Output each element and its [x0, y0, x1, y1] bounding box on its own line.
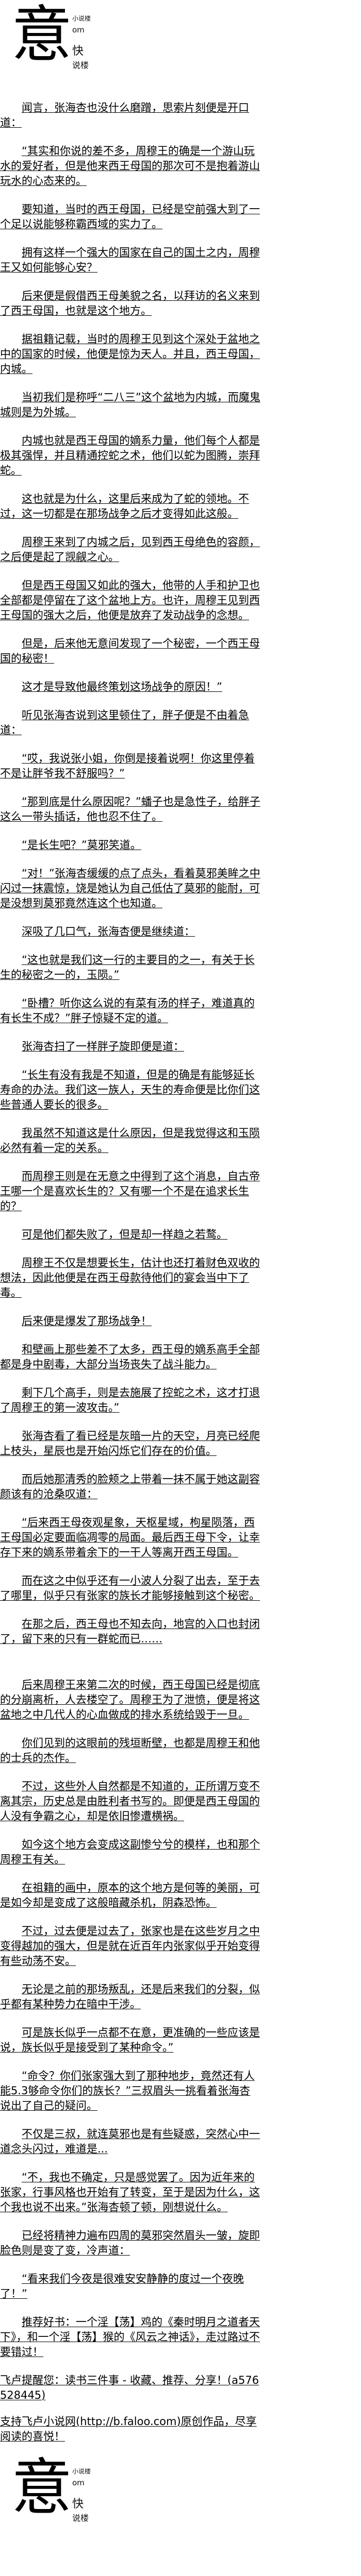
chapter-body: 闻言，张海杏也没什么磨蹭，思索片刻便是开口道： “其实和你说的差不多，周穆王的确是… [0, 100, 260, 2360]
story-paragraph: 我虽然不知道这是什么原因，但是我觉得这和玉陨必然有着一定的关系。 [0, 1127, 260, 1154]
story-paragraph: 而周穆王则是在无意之中得到了这个消息，自古帝王哪一个是喜欢长生的？又有哪一个不是… [0, 1170, 260, 1212]
story-paragraph: “哎，我说张小姐，你倒是接着说啊！你这里停着不是让胖爷我不舒服吗？” [0, 752, 255, 779]
story-paragraph: 已经将精神力遍布四周的莫邪突然眉头一皱，旋即脸色则是变了变，冷声道： [0, 2229, 260, 2257]
logo-side-text: om [72, 2478, 85, 2487]
story-paragraph: 周穆王不仅是想要长生，估计也还打着财色双收的想法，因此他便是在西王母款待他们的宴… [0, 1257, 260, 1299]
story-paragraph: “不，我也不确定，只是感觉罢了。因为近年来的张家，行事风格也开始有了转变，至于是… [0, 2171, 260, 2213]
chapter-footer: 飞卢提醒您：读书三件事 - 收藏、推荐、分享！(a576528445) 支持飞卢… [0, 2373, 260, 2444]
story-paragraph: 这也就是为什么，这里后来成为了蛇的领地。不过，这一切都是在那场战争之后才变得如此… [0, 493, 249, 520]
story-paragraph: 不过，这些外人自然都是不知道的，正所谓万变不离其宗，历史总是由胜利者书写的。即便… [0, 1780, 260, 1822]
story-paragraph: 无论是之前的那场叛乱，还是后来我们的分裂，似乎都有某种势力在暗中干涉。 [0, 1983, 260, 2010]
story-paragraph: 周穆王来到了内城之后，见到西王母绝色的容颜，之后便是起了觊觎之心。 [0, 536, 260, 563]
story-paragraph: “看来我们今夜是很难安安静静的度过一个夜晚了！” [0, 2273, 244, 2300]
story-paragraph: “命令？你们张家强大到了那种地步，竟然还有人能5.3够命令你们的族长？”三叔眉头… [0, 2070, 255, 2112]
story-paragraph: 推荐好书：一个淫【荡】鸡的《秦时明月之道者天下》，和一个淫【荡】猴的《风云之神话… [0, 2316, 260, 2358]
story-paragraph: 后来周穆王来第二次的时候，西王母国已经是彻底的分崩离析，人去楼空了。周穆王为了泄… [0, 1679, 260, 1721]
site-logo-bottom: 意 小说楼 om 快 说楼 [0, 2455, 103, 2525]
story-paragraph: 和壁画上那些差不了太多，西王母的嫡系高手全部都是身中剧毒，大部分当场丧失了战斗能… [0, 1343, 260, 1370]
logo-glyph: 意 [11, 2455, 73, 2523]
story-paragraph: 听见张海杏说到这里顿住了，胖子便是不由着急道： [0, 709, 249, 736]
story-paragraph: 但是，后来他无意间发现了一个秘密，一个西王母国的秘密！ [0, 637, 260, 665]
story-paragraph: 内城也就是西王母国的嫡系力量，他们每个人都是极其强悍，并且精通控蛇之术，他们以蛇… [0, 434, 260, 477]
story-paragraph: 张海杏扫了一样胖子旋即便是道： [22, 1040, 184, 1053]
story-paragraph: “对！”张海杏缓缓的点了点头，看着莫邪美眸之中闪过一抹震惊，饶是她认为自己低估了… [0, 867, 260, 909]
story-paragraph: 后来便是爆发了那场战争！ [22, 1315, 152, 1327]
logo-side-text: om [72, 25, 85, 35]
story-paragraph: 这才是导致他最终策划这场战争的原因！” [22, 681, 222, 693]
story-paragraph: 而在这之中似乎还有一小波人分裂了出去，至于去了哪里，似乎只有张家的族长才能够接触… [0, 1574, 260, 1602]
story-paragraph: 在那之后，西王母也不知去向，地宫的入口也封闭了，留下来的只有一群蛇而已…… [0, 1618, 260, 1645]
story-paragraph: 剩下几个高手，则是去施展了控蛇之术，这才打退了周穆王的第一波攻击。” [0, 1386, 260, 1414]
site-logo-top: 意 小说楼 om 快 说楼 [0, 3, 103, 72]
story-paragraph: 如今这个地方会变成这副惨兮兮的模样，也和那个周穆王有关。 [0, 1838, 260, 1866]
logo-side-text: 小说楼 [72, 15, 91, 22]
story-paragraph: 闻言，张海杏也没什么磨蹭，思索片刻便是开口道： [0, 101, 249, 129]
story-paragraph: “长生有没有我是不知道，但是的确是有能够延长寿命的办法。我们这一族人，天生的寿命… [0, 1069, 260, 1111]
story-paragraph: 可是族长似乎一点都不在意，更准确的一些应该是说，族长似乎是接受到了某种命令。” [0, 2026, 260, 2054]
story-paragraph: 不仅是三叔，就连莫邪也是有些疑惑，突然心中一道念头闪过，难道是... [0, 2128, 260, 2155]
story-paragraph: 深吸了几口气，张海杏便是继续道： [22, 925, 195, 938]
story-paragraph: 要知道，当时的西王母国，已经是空前强大到了一个足以说能够称霸西域的实力了。 [0, 203, 260, 230]
logo-side-text: 小说楼 [72, 2468, 91, 2475]
story-paragraph: 当初我们是称呼“二八三”这个盆地为内城，而魔鬼城则是为外城。 [0, 391, 260, 418]
logo-side-text: 快 [72, 45, 84, 58]
story-paragraph: “后来西王母夜观星象，天枢星域，枸星陨落，西王母国必定要面临凋零的局面。最后西王… [0, 1516, 260, 1558]
story-paragraph: “卧槽？听你这么说的有菜有汤的样子，难道真的有长生不成？”胖子惊疑不定的道。 [0, 997, 255, 1024]
logo-side-text: 快 [72, 2498, 84, 2511]
story-paragraph: “那到底是什么原因呢？”蟠子也是急性子，给胖子这么一带头插话，他也忍不住了。 [0, 795, 260, 823]
logo-glyph: 意 [11, 3, 73, 70]
logo-side-text: 说楼 [72, 2513, 89, 2523]
site-support-note: 支持飞卢小说网(http://b.faloo.com)原创作品，尽享阅读的喜悦！ [0, 2415, 257, 2443]
story-paragraph: “是长生吧？”莫邪笑道。 [22, 839, 141, 851]
story-paragraph: 你们见到的这眼前的残垣断壁，也都是周穆王和他的士兵的杰作。 [0, 1737, 260, 1764]
logo-side-text: 说楼 [72, 60, 89, 70]
reading-reminder: 飞卢提醒您：读书三件事 - 收藏、推荐、分享！(a576528445) [0, 2374, 259, 2401]
story-paragraph: 不过，过去便是过去了，张家也是在这些岁月之中变得越加的强大，但是就在近百年内张家… [0, 1925, 260, 1967]
story-paragraph: 张海杏看了看已经是灰暗一片的天空，月亮已经爬上枝头，星辰也是开始闪烁它们存在的价… [0, 1430, 260, 1457]
story-paragraph: 在祖籍的画中，原本的这个地方是何等的美丽，可是如今却是变成了这般暗藏杀机，阴森恐… [0, 1882, 260, 1909]
story-paragraph: “这也就是我们这一行的主要目的之一，有关于长生的秘密之一的，玉陨。” [0, 954, 255, 981]
story-paragraph: 后来便是假借西王母美貌之名，以拜访的名义来到了西王母国，也就是这个地方。 [0, 290, 260, 317]
story-paragraph: 可是他们都失败了，但是却一样趋之若鹜。 [22, 1228, 227, 1241]
story-paragraph: “其实和你说的差不多，周穆王的确是一个游山玩水的爱好者，但是他来西王母国的那次可… [0, 145, 260, 187]
story-paragraph: 拥有这样一个强大的国家在自己的国土之内，周穆王又如何能够心安？ [0, 246, 260, 274]
story-paragraph: 但是西王母国又如此的强大，他带的人手和护卫也全部都是停留在了这个盆地上方。也许，… [0, 579, 260, 621]
story-paragraph: 而后她那清秀的脸颊之上带着一抹不属于她这副容颜该有的沧桑叹道： [0, 1473, 260, 1500]
story-paragraph: 据祖籍记载，当时的周穆王见到这个深处于盆地之中的国家的时候，他便是惊为天人。并且… [0, 333, 260, 375]
